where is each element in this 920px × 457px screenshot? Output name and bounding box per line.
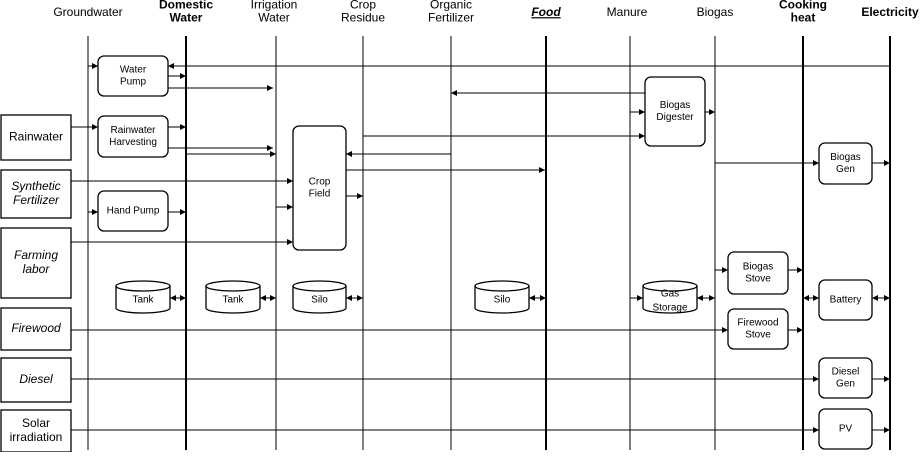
process-biogas-stove-text: Biogas [743, 262, 774, 273]
source-firewood-text: Firewood [11, 321, 61, 335]
storage-gas-storage-text: Gas [661, 289, 679, 300]
process-diesel-gen-text: Gen [836, 379, 855, 390]
column-header-food: Food [531, 5, 561, 19]
column-header-irrigation-water-text: Irrigation [251, 0, 298, 12]
process-pv-text: PV [839, 424, 853, 435]
process-hand-pump-text: Hand Pump [107, 206, 160, 217]
column-header-manure-text: Manure [607, 5, 648, 19]
storage-tank-irrigation: Tank [205, 280, 261, 314]
storage-tank-domestic: Tank [115, 280, 171, 314]
process-biogas-gen-text: Biogas [830, 152, 861, 163]
source-farming-labor-text: Farming [14, 248, 58, 262]
source-solar-irradiation-text: Solar [22, 416, 50, 430]
column-header-manure: Manure [607, 5, 648, 19]
process-firewood-stove-text: Firewood [737, 318, 778, 329]
process-biogas-digester-text: Digester [656, 112, 694, 123]
process-diesel-gen-text: Diesel [832, 367, 860, 378]
source-synthetic-fertilizer-text: Synthetic [11, 179, 60, 193]
source-firewood: Firewood [0, 307, 72, 351]
storage-silo-food: Silo [474, 280, 530, 314]
source-boxes: RainwaterSyntheticFertilizerFarminglabor… [0, 114, 72, 453]
source-rainwater-text: Rainwater [9, 130, 63, 144]
storage-silo-residue-text: Silo [311, 295, 328, 306]
column-header-groundwater: Groundwater [53, 5, 122, 19]
column-header-electricity: Electricity [861, 5, 919, 19]
column-header-electricity-text: Electricity [861, 5, 919, 19]
column-header-cooking-heat-text: heat [791, 11, 816, 25]
process-rainwater-harvesting-text: Rainwater [110, 125, 156, 136]
column-header-domestic-water-text: Water [170, 11, 203, 25]
column-header-biogas: Biogas [697, 5, 734, 19]
column-header-food-text: Food [531, 5, 561, 19]
storage-tank-irrigation-text: Tank [222, 295, 244, 306]
process-rainwater-harvesting-text: Harvesting [109, 137, 157, 148]
source-diesel: Diesel [0, 357, 72, 403]
process-crop-field-text: Field [309, 189, 331, 200]
column-header-organic-fertilizer-text: Organic [430, 0, 472, 12]
column-headers: GroundwaterDomesticWaterIrrigationWaterC… [53, 0, 919, 25]
storage-tank-domestic-text: Tank [132, 295, 154, 306]
column-header-crop-residue-text: Crop [350, 0, 376, 12]
column-header-cooking-heat-text: Cooking [779, 0, 827, 12]
process-hand-pump: Hand Pump [97, 190, 169, 232]
storage-gas-storage-text: Storage [652, 303, 687, 314]
column-header-groundwater-text: Groundwater [53, 5, 122, 19]
process-biogas-digester-text: Biogas [660, 100, 691, 111]
process-crop-field-text: Crop [309, 177, 331, 188]
source-farming-labor-text: labor [23, 262, 51, 276]
source-diesel-text: Diesel [19, 372, 53, 386]
process-biogas-stove-text: Stove [745, 274, 771, 285]
storage-silo-food-text: Silo [494, 295, 511, 306]
process-battery-text: Battery [830, 295, 862, 306]
flow-arrows [71, 63, 890, 433]
process-firewood-stove-text: Stove [745, 330, 771, 341]
process-water-pump-text: Pump [120, 77, 147, 88]
process-battery: Battery [818, 279, 873, 321]
column-header-crop-residue-text: Residue [341, 11, 385, 25]
process-biogas-gen-text: Gen [836, 164, 855, 175]
bus-lines [87, 36, 891, 450]
source-rainwater: Rainwater [0, 114, 72, 161]
source-synthetic-fertilizer-text: Fertilizer [13, 193, 60, 207]
process-pv: PV [818, 408, 873, 450]
column-header-biogas-text: Biogas [697, 5, 734, 19]
process-water-pump-text: Water [120, 65, 147, 76]
column-header-organic-fertilizer-text: Fertilizer [428, 11, 474, 25]
source-solar-irradiation-text: irradiation [10, 430, 63, 444]
column-header-irrigation-water-text: Water [258, 11, 290, 25]
column-header-domestic-water-text: Domestic [159, 0, 213, 12]
storage-silo-residue: Silo [292, 280, 347, 314]
